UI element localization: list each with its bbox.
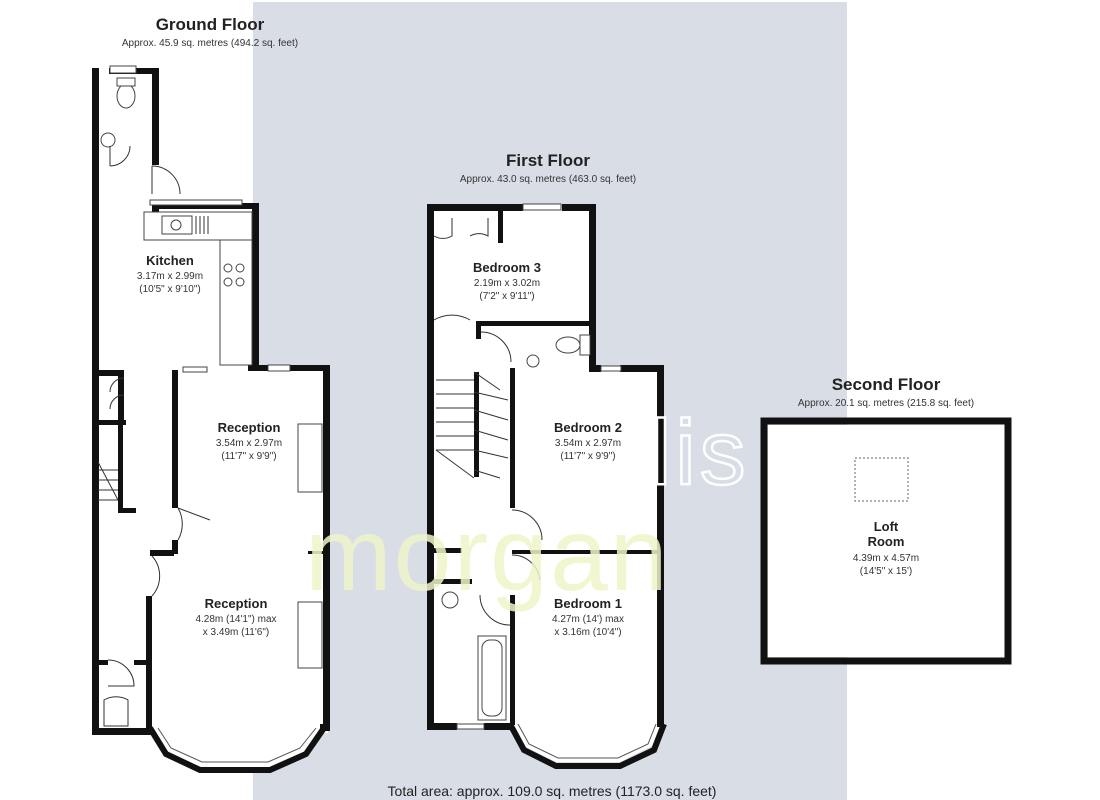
reception1-dim1: 3.54m x 2.97m — [216, 438, 282, 449]
ground-floor — [92, 65, 330, 773]
reception1-name: Reception — [218, 420, 281, 435]
bedroom3-name: Bedroom 3 — [473, 260, 541, 275]
ground-floor-title: Ground Floor — [156, 15, 265, 34]
reception2-dim2: x 3.49m (11'6") — [203, 627, 269, 638]
total-area: Total area: approx. 109.0 sq. metres (11… — [388, 783, 717, 799]
reception1-dim2: (11'7" x 9'9") — [221, 451, 276, 462]
reception2-name: Reception — [205, 596, 268, 611]
second-floor-title: Second Floor — [832, 375, 941, 394]
kitchen-dim1: 3.17m x 2.99m — [137, 271, 203, 282]
watermark-line2: morgan — [305, 497, 670, 613]
kitchen-dim2: (10'5" x 9'10") — [139, 284, 201, 295]
reception2-dim1: 4.28m (14'1") max — [195, 614, 276, 625]
first-floor-area: Approx. 43.0 sq. metres (463.0 sq. feet) — [460, 174, 636, 185]
watermark-line1: hollis — [516, 402, 750, 504]
first-floor-title: First Floor — [506, 151, 590, 170]
loft-name-line2: Room — [868, 534, 905, 549]
second-floor — [760, 417, 1012, 665]
first-floor — [427, 203, 667, 769]
loft-name-line1: Loft — [874, 519, 899, 534]
ground-floor-area: Approx. 45.9 sq. metres (494.2 sq. feet) — [122, 38, 298, 49]
second-floor-area: Approx. 20.1 sq. metres (215.8 sq. feet) — [798, 398, 974, 409]
loft-dim2: (14'5" x 15') — [860, 566, 912, 577]
bedroom2-dim1: 3.54m x 2.97m — [555, 438, 621, 449]
bedroom1-dim2: x 3.16m (10'4") — [554, 627, 621, 638]
bedroom2-dim2: (11'7" x 9'9") — [560, 451, 615, 462]
bedroom3-dim2: (7'2" x 9'11") — [479, 291, 534, 302]
loft-dim1: 4.39m x 4.57m — [853, 553, 919, 564]
bedroom2-name: Bedroom 2 — [554, 420, 622, 435]
bedroom1-name: Bedroom 1 — [554, 596, 622, 611]
bedroom3-dim1: 2.19m x 3.02m — [474, 278, 540, 289]
bedroom1-dim1: 4.27m (14') max — [552, 614, 624, 625]
kitchen-name: Kitchen — [146, 253, 194, 268]
